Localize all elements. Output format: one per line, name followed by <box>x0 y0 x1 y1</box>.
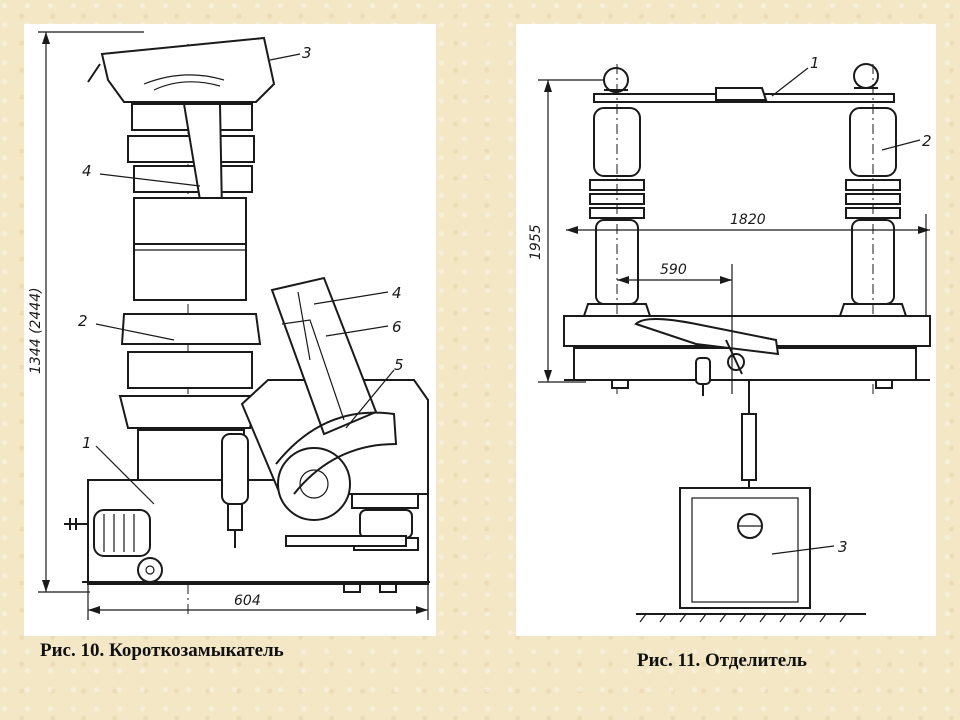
spring-drive <box>93 509 151 557</box>
label-part-1: 1 <box>810 54 820 72</box>
disconnector-drawing-panel: 1955 1820 590 <box>516 24 936 636</box>
terminal-right <box>853 63 879 89</box>
figure-11-caption: Рис. 11. Отделитель <box>637 650 807 671</box>
label-part-3: 3 <box>838 538 848 556</box>
grounding-clamp <box>137 557 163 583</box>
label-part-2: 2 <box>78 312 88 330</box>
short-circuiter-drawing-panel: 1344 (2444) 604 <box>24 24 436 636</box>
height-dimension-label: 1955 <box>528 224 544 260</box>
drive-lever <box>634 318 780 356</box>
figure-10-caption: Рис. 10. Короткозамыкатель <box>40 640 284 661</box>
height-dimension-label: 1344 (2444) <box>28 287 44 374</box>
terminal-left <box>603 67 629 93</box>
label-part-2: 2 <box>922 132 932 150</box>
label-part-3: 3 <box>302 44 312 62</box>
top-contact-cap <box>100 36 276 103</box>
drive-box <box>679 487 811 609</box>
width-dimension-label: 604 <box>234 593 261 609</box>
latch-spring <box>359 509 413 539</box>
offset-dimension-label: 590 <box>660 262 687 278</box>
label-part-6: 6 <box>392 318 402 336</box>
span-dimension-label: 1820 <box>730 212 766 228</box>
label-part-5: 5 <box>394 356 404 374</box>
insulator-body <box>133 197 247 301</box>
drive-rod <box>741 413 757 481</box>
short-circuiter-drawing: 1344 (2444) 604 <box>28 31 430 620</box>
drive-wheel <box>277 447 351 521</box>
label-part-1: 1 <box>82 434 92 452</box>
label-part-4-upper: 4 <box>82 162 92 180</box>
label-part-4-lower: 4 <box>392 284 402 302</box>
grounding-rod <box>221 433 249 505</box>
disconnector-drawing: 1955 1820 590 <box>528 54 932 623</box>
